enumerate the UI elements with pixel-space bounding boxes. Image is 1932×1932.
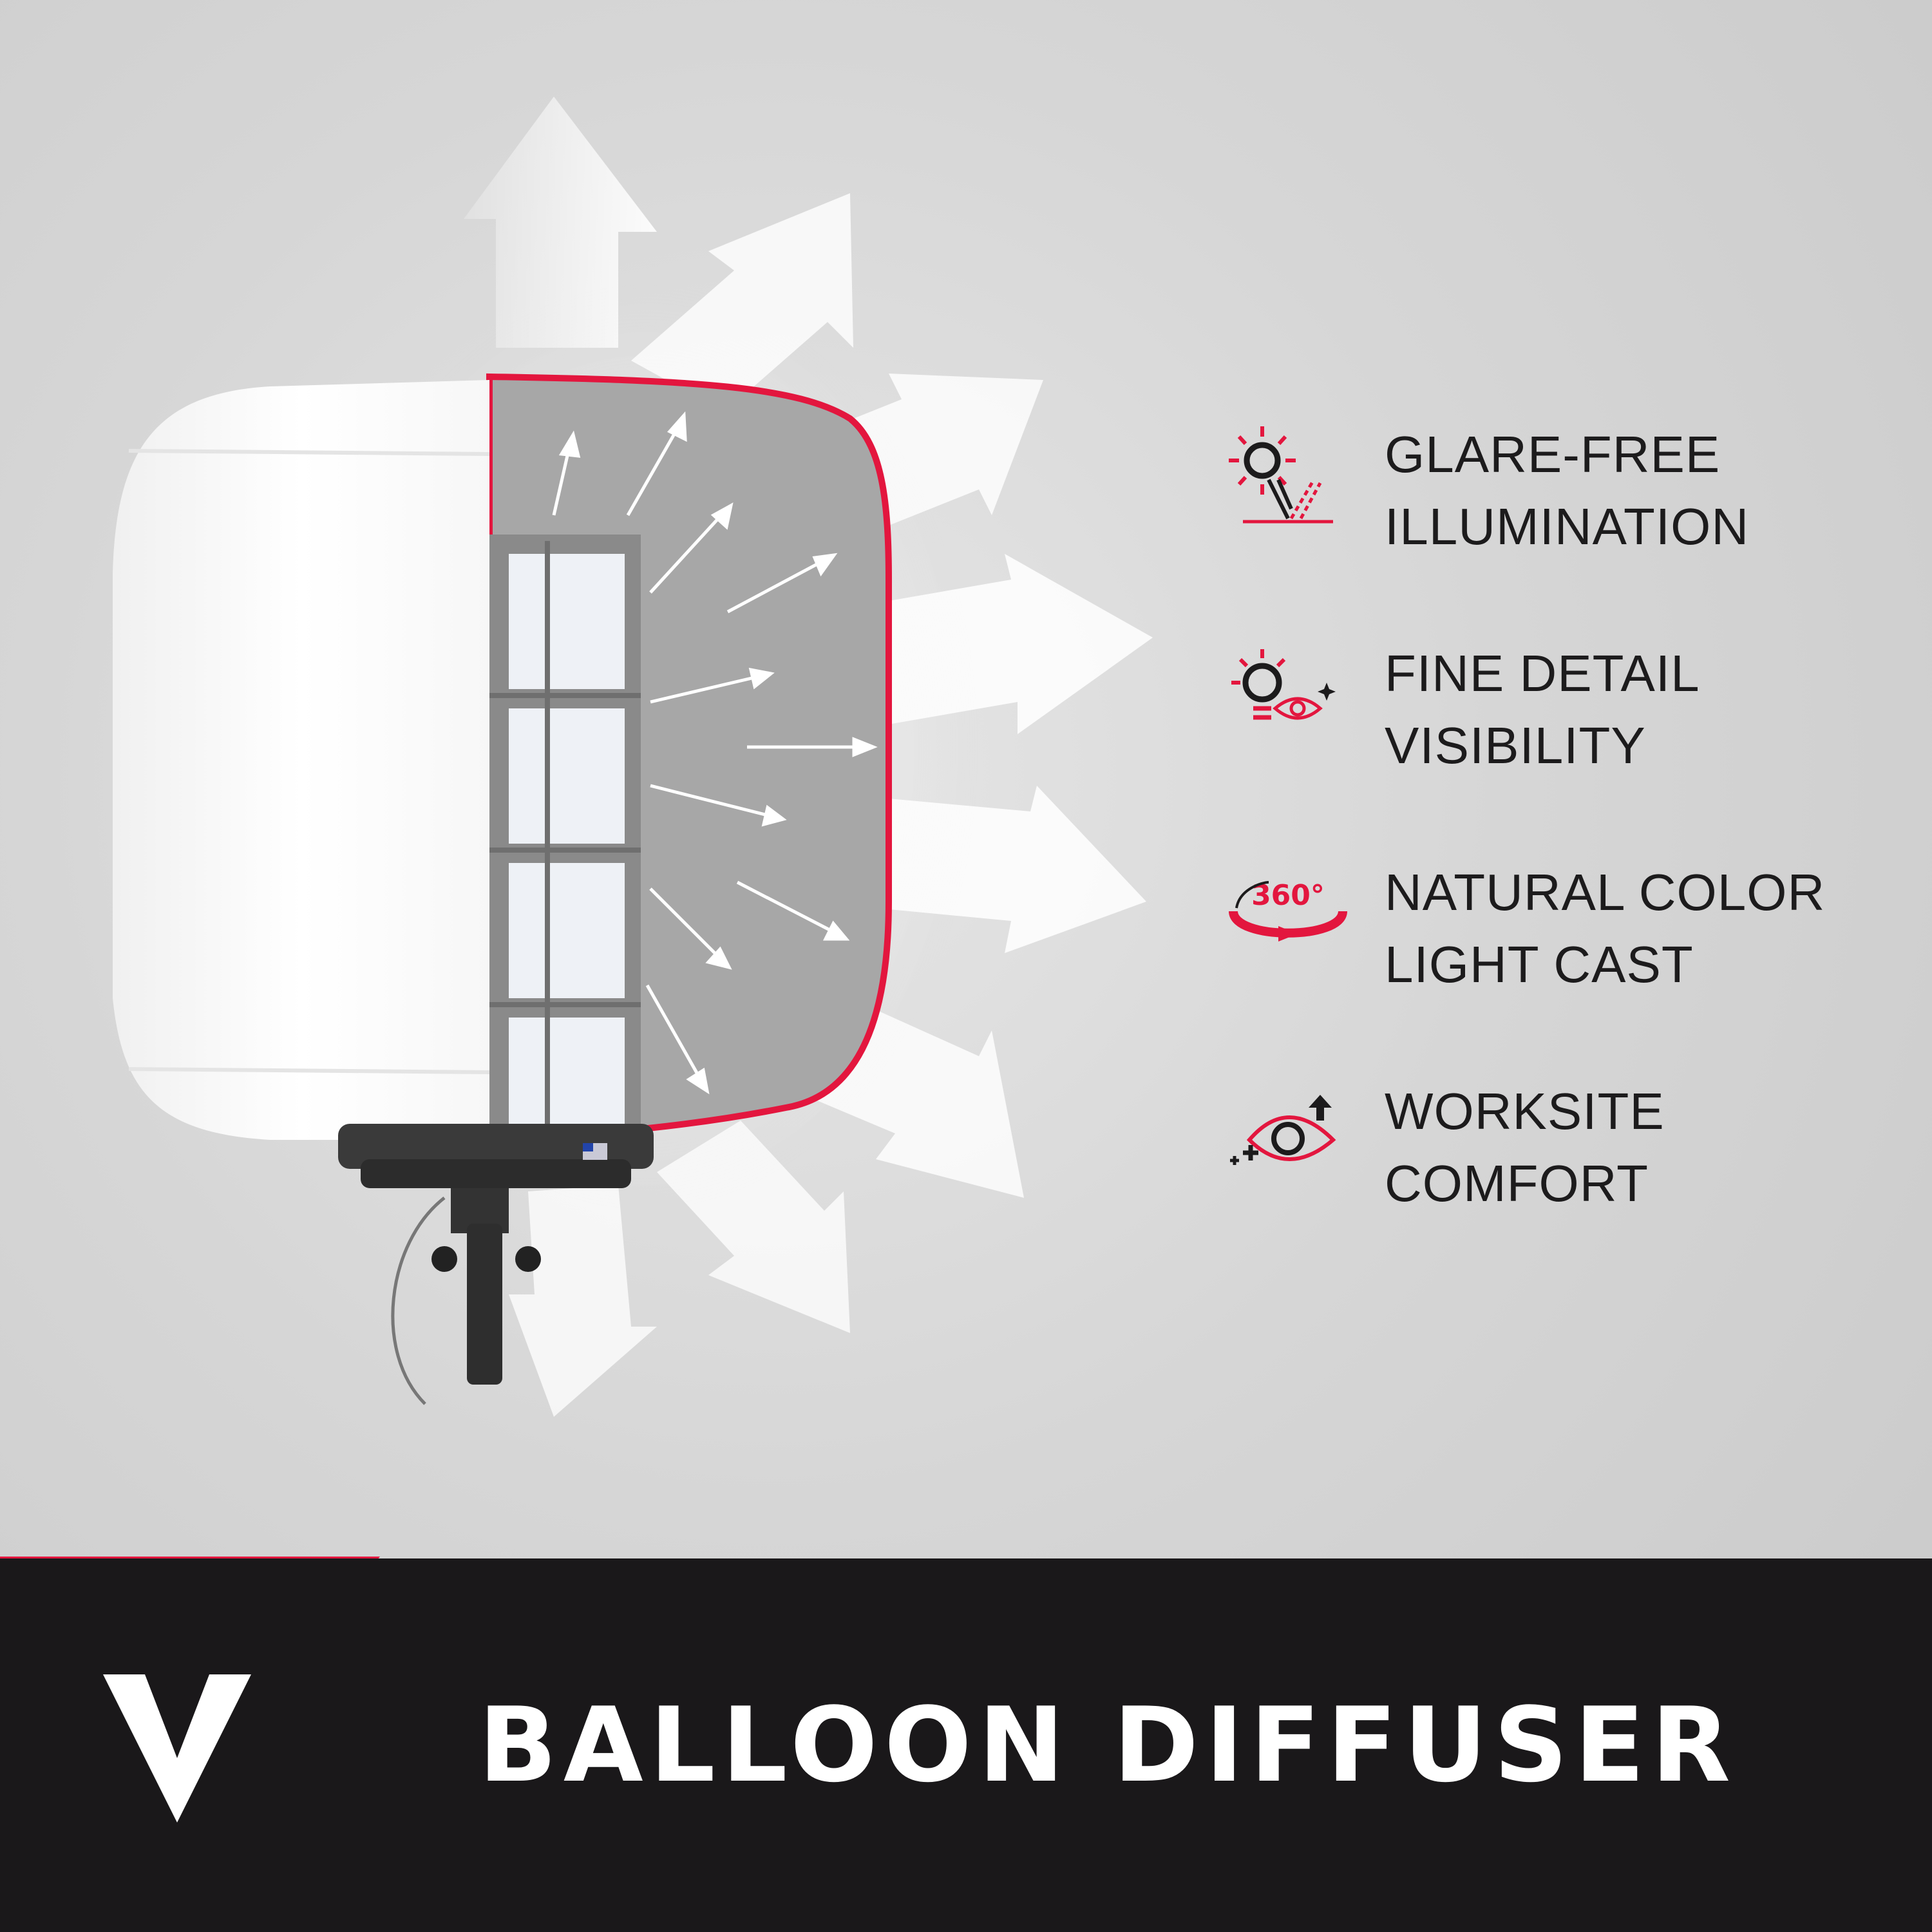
feature-glare-free: GLARE-FREE ILLUMINATION bbox=[1224, 412, 1906, 560]
feature-line2: ILLUMINATION bbox=[1385, 498, 1750, 555]
feature-line1: WORKSITE bbox=[1385, 1083, 1665, 1140]
feature-line1: GLARE-FREE bbox=[1385, 426, 1721, 483]
v-logo-icon bbox=[103, 1674, 251, 1823]
feature-line2: VISIBILITY bbox=[1385, 717, 1646, 774]
feature-fine-detail: FINE DETAIL VISIBILITY bbox=[1224, 631, 1906, 779]
feature-line1: NATURAL COLOR bbox=[1385, 864, 1826, 921]
feature-line1: FINE DETAIL bbox=[1385, 645, 1700, 702]
feature-list: GLARE-FREE ILLUMINATION FINE DETAIL VISI… bbox=[1224, 412, 1906, 1236]
inner-light-rays bbox=[552, 411, 878, 1095]
rotation-360-icon: 360° bbox=[1229, 879, 1347, 942]
comfort-eye-icon bbox=[1230, 1095, 1336, 1165]
fine-detail-eye-icon bbox=[1231, 649, 1336, 720]
footer-bar bbox=[0, 1558, 1932, 1932]
feature-line2: LIGHT CAST bbox=[1385, 936, 1694, 993]
rotation-360-label: 360° bbox=[1251, 879, 1325, 912]
footer-title: BALLOON DIFFUSER bbox=[478, 1685, 1738, 1805]
glare-free-sun-icon bbox=[1229, 426, 1333, 524]
light-base-mount bbox=[338, 1124, 654, 1405]
balloon-diffuser bbox=[113, 380, 489, 1140]
led-light-panel bbox=[489, 535, 641, 1146]
feature-natural-color: 360° NATURAL COLOR LIGHT CAST bbox=[1224, 850, 1906, 998]
feature-line2: COMFORT bbox=[1385, 1155, 1649, 1212]
feature-worksite-comfort: WORKSITE COMFORT bbox=[1224, 1069, 1906, 1217]
balloon-light-illustration bbox=[113, 97, 979, 1405]
